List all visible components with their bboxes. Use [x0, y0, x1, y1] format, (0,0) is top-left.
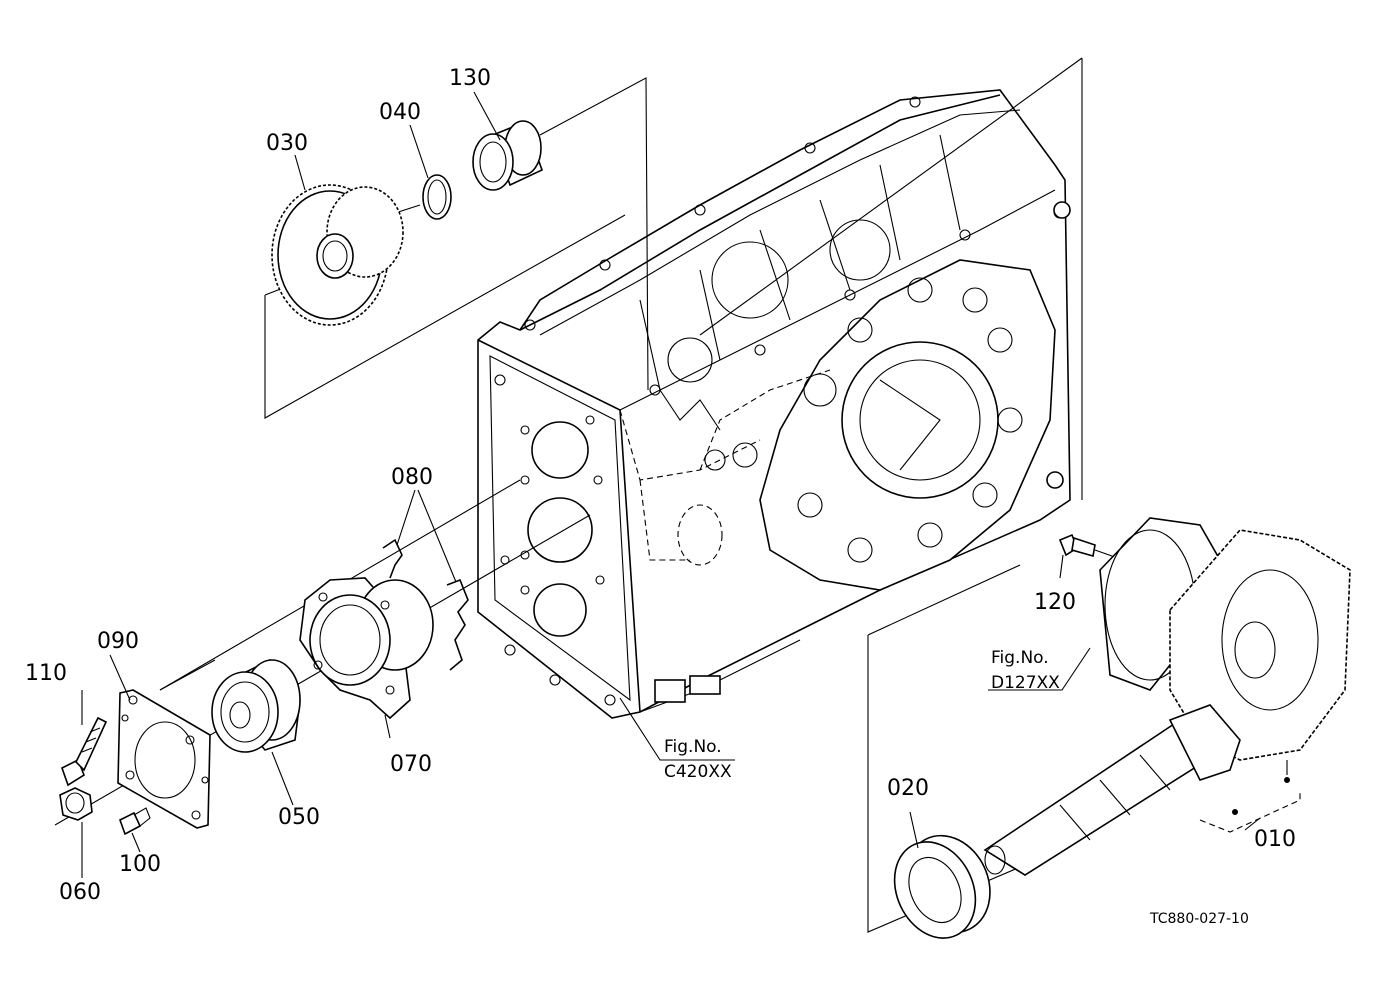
- label-030: 030: [266, 131, 308, 156]
- part-labels: 020 010 030 040 130 080 090 110 070 050 …: [25, 66, 1296, 905]
- right-frame-lines: [699, 57, 1083, 933]
- transmission-case: [477, 89, 1071, 719]
- label-070: 070: [390, 752, 432, 777]
- housing-070: [299, 577, 434, 720]
- label-050: 050: [278, 805, 320, 830]
- gear-030: [271, 184, 404, 326]
- label-110: 110: [25, 661, 67, 686]
- label-080: 080: [391, 465, 433, 490]
- label-060: 060: [59, 880, 101, 905]
- figure-references: Fig.No. C420XX Fig.No. D127XX TC880-027-…: [664, 648, 1249, 927]
- pinion-shaft-010: [983, 704, 1301, 876]
- clips-080: [382, 538, 469, 671]
- label-120: 120: [1034, 590, 1076, 615]
- fig-ref-d127-title: Fig.No.: [991, 648, 1049, 668]
- drawing-code: TC880-027-10: [1149, 911, 1249, 927]
- nut-060: [59, 787, 93, 821]
- bevel-gear-010: [1099, 517, 1351, 761]
- plate-090: [117, 689, 211, 829]
- fig-ref-d127-code: D127XX: [991, 673, 1060, 693]
- bushing-130: [472, 120, 543, 191]
- label-130: 130: [449, 66, 491, 91]
- bolt-120: [1058, 533, 1141, 567]
- plug-100: [119, 807, 151, 836]
- fig-ref-c420-code: C420XX: [664, 762, 732, 782]
- label-040: 040: [379, 100, 421, 125]
- label-100: 100: [119, 852, 161, 877]
- label-090: 090: [97, 629, 139, 654]
- snap-ring-040: [422, 174, 452, 220]
- label-020: 020: [887, 776, 929, 801]
- bearing-020: [893, 834, 991, 939]
- fig-ref-c420-title: Fig.No.: [664, 737, 722, 757]
- bolt-110: [61, 716, 108, 787]
- leader-lines: [81, 91, 1261, 878]
- label-010: 010: [1254, 827, 1296, 852]
- bearing-050: [211, 658, 301, 753]
